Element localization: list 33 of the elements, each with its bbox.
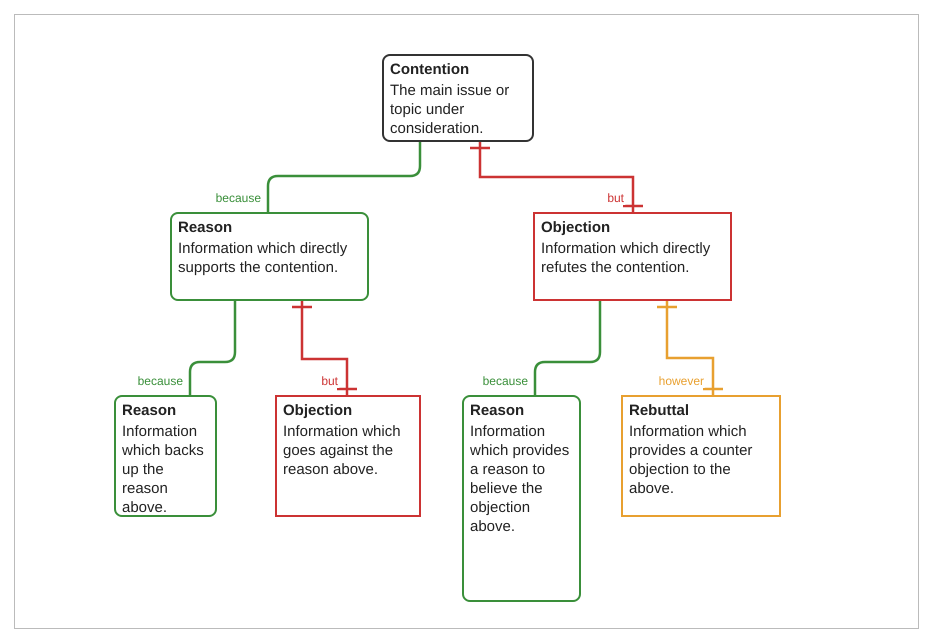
box-heading: Objection bbox=[541, 218, 612, 237]
argument-box bbox=[621, 395, 781, 517]
box-heading: Rebuttal bbox=[629, 401, 690, 420]
edge-label: but bbox=[320, 374, 339, 388]
argument-box bbox=[275, 395, 421, 517]
box-description: Information which goes against the reason above. bbox=[283, 422, 402, 479]
argument-box bbox=[533, 212, 732, 301]
edge-label: because bbox=[482, 374, 529, 388]
connector-line bbox=[290, 301, 358, 395]
connector-line bbox=[188, 301, 236, 395]
box-description: Information which provides a counter objection to the above. bbox=[629, 422, 754, 498]
connector-line bbox=[656, 301, 724, 395]
box-heading: Contention bbox=[390, 60, 470, 79]
edge-label: because bbox=[136, 374, 184, 388]
connector-line bbox=[468, 142, 644, 212]
connector-line bbox=[534, 301, 602, 395]
edge-label: but bbox=[606, 191, 625, 205]
box-heading: Reason bbox=[178, 218, 234, 237]
box-heading: Reason bbox=[122, 401, 178, 420]
box-heading: Reason bbox=[470, 401, 526, 420]
box-description: Information which directly supports the contention. bbox=[178, 239, 348, 277]
edge-label: because bbox=[214, 191, 262, 205]
box-description: Information which backs up the reason above. bbox=[122, 422, 205, 517]
argument-box bbox=[170, 212, 369, 301]
box-heading: Objection bbox=[283, 401, 354, 420]
box-description: Information which provides a reason to believe the objection above. bbox=[470, 422, 570, 536]
argument-box bbox=[382, 54, 534, 142]
edge-label: however bbox=[658, 374, 705, 388]
connector-line bbox=[266, 142, 422, 212]
argument-box bbox=[114, 395, 217, 517]
box-description: The main issue or topic under consideration. bbox=[390, 81, 510, 138]
argument-box bbox=[462, 395, 581, 602]
box-description: Information which directly refutes the contention. bbox=[541, 239, 712, 277]
